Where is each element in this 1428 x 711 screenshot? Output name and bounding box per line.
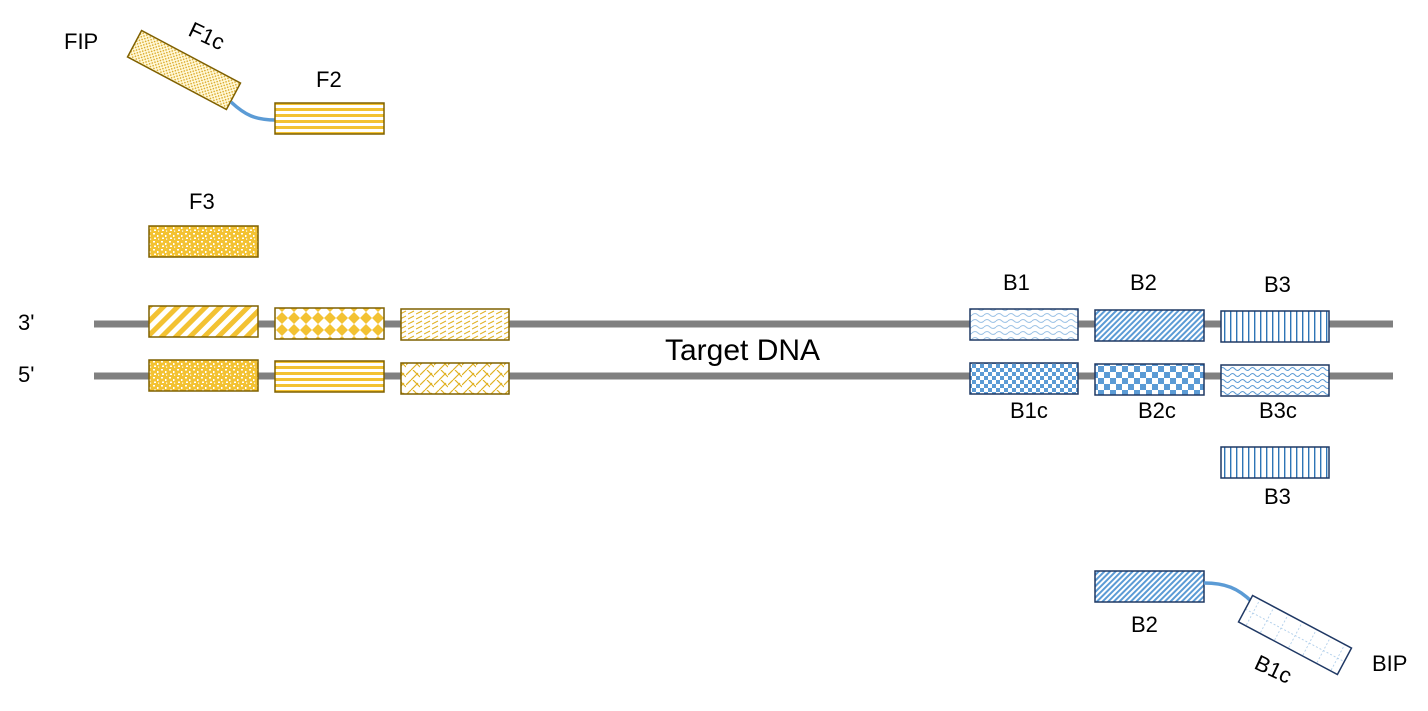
bip-linker	[1203, 581, 1254, 604]
region-f3-bottom	[148, 359, 259, 392]
b2-label: B2	[1130, 270, 1157, 295]
region-b1c-bottom	[969, 362, 1079, 395]
fip-f2-label: F2	[316, 67, 342, 92]
region-f2c-top	[274, 307, 385, 340]
strand-label-top: 3'	[18, 310, 34, 335]
fip-label: FIP	[64, 29, 98, 54]
fip-f2-segment	[274, 102, 385, 135]
region-b3c-bottom	[1220, 364, 1330, 397]
b2c-label: B2c	[1138, 398, 1176, 423]
b3-label-top: B3	[1264, 272, 1291, 297]
bip-label: BIP	[1372, 651, 1407, 676]
fip-f1c-segment	[126, 29, 242, 111]
b1-label: B1	[1003, 270, 1030, 295]
f3-primer	[148, 225, 259, 258]
f3-primer-label: F3	[189, 189, 215, 214]
b3-primer-label: B3	[1264, 484, 1291, 509]
b3-primer	[1220, 446, 1330, 479]
region-b2c-bottom	[1094, 363, 1205, 396]
region-b2-top	[1094, 309, 1205, 342]
diagram-title: Target DNA	[665, 334, 820, 367]
bip-b1c-label: B1c	[1251, 650, 1296, 689]
bip-b2-segment	[1094, 570, 1205, 603]
region-f1c-bottom	[400, 362, 510, 395]
fip-f1c-label: F1c	[185, 17, 229, 55]
b3c-label: B3c	[1259, 398, 1297, 423]
strand-label-bottom: 5'	[18, 362, 34, 387]
bip-b1c-segment	[1237, 594, 1353, 676]
region-f3c-top	[148, 305, 259, 338]
region-f1-top	[400, 308, 510, 341]
fip-linker	[229, 100, 277, 122]
bip-b2-label: B2	[1131, 612, 1158, 637]
b1c-label: B1c	[1010, 398, 1048, 423]
region-b3-top	[1220, 310, 1330, 343]
region-b1-top	[969, 308, 1079, 341]
region-f2-bottom	[274, 360, 385, 393]
